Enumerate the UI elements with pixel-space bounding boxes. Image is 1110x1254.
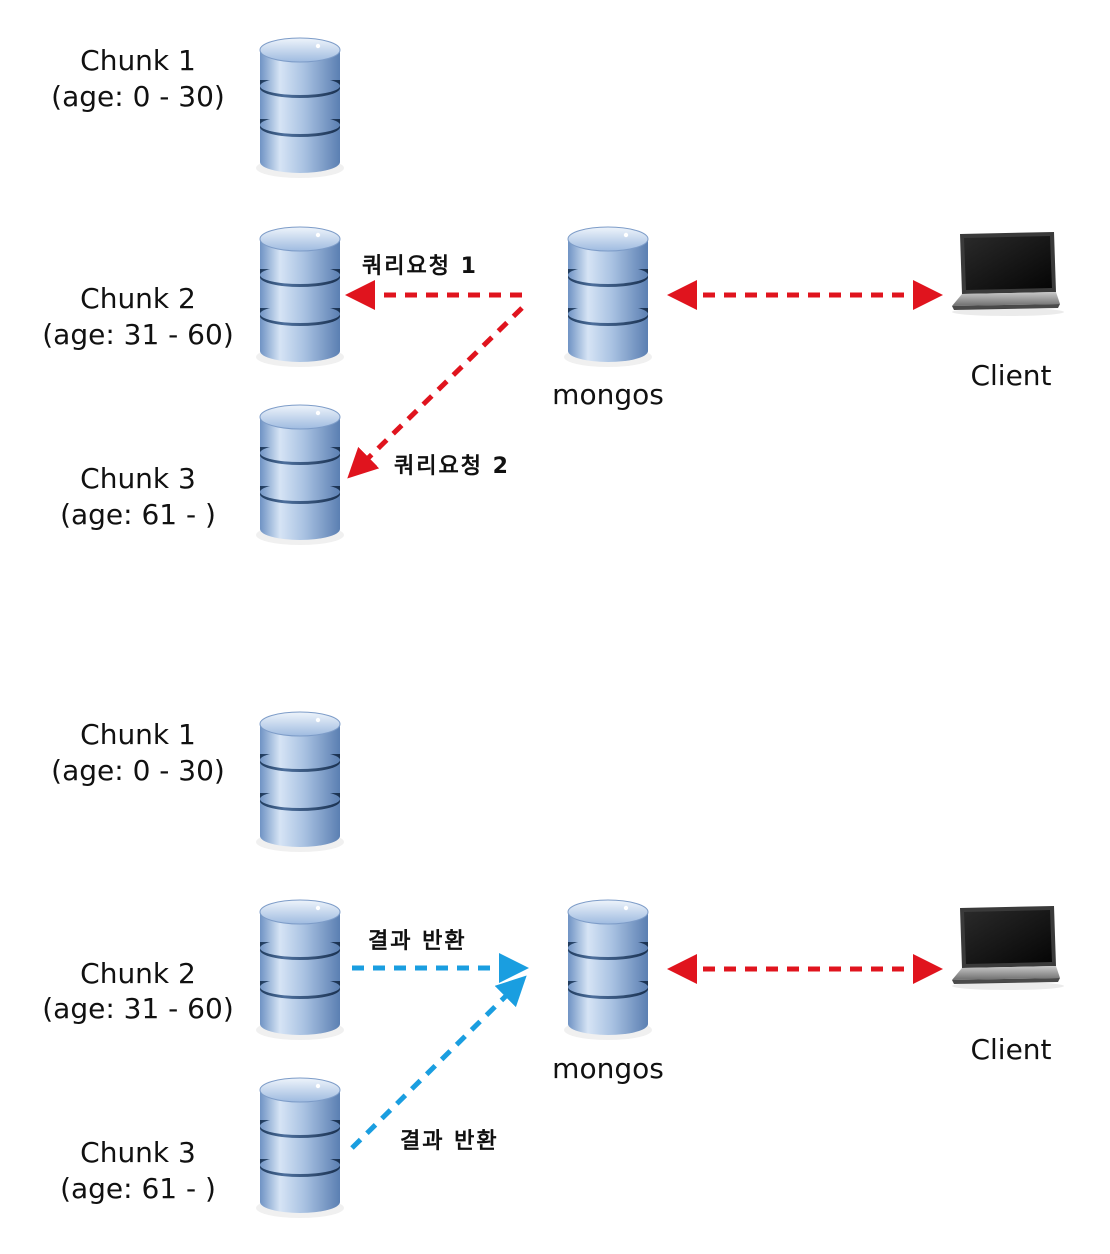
laptop-icon [952,232,1064,316]
chunk-range: (age: 0 - 30) [51,80,225,113]
client-label: Client [970,1033,1051,1066]
chunk-range: (age: 0 - 30) [51,754,225,787]
request-label-1: 쿼리요청 1 [362,254,478,279]
query-panel: Chunk 1 (age: 0 - 30) Chunk 2 (age: 31 -… [42,37,1064,546]
router-label: mongos [552,1052,664,1085]
chunk-range: (age: 31 - 60) [42,992,234,1025]
database-icon [255,226,345,368]
result-mongos: mongos [552,899,664,1085]
chunk-name: Chunk 1 [80,44,196,77]
result-chunk-2: Chunk 2 (age: 31 - 60) [42,899,345,1041]
laptop-icon [952,906,1064,990]
result-chunk-1: Chunk 1 (age: 0 - 30) [51,711,345,853]
database-icon [255,711,345,853]
chunk-name: Chunk 3 [80,1136,196,1169]
query-chunk-3: Chunk 3 (age: 61 - ) [60,404,345,546]
database-icon [255,37,345,179]
database-icon [255,899,345,1041]
chunk-name: Chunk 3 [80,462,196,495]
chunk-name: Chunk 2 [80,957,196,990]
result-arrow-2 [350,975,527,1150]
result-chunk-3: Chunk 3 (age: 61 - ) [60,1077,345,1219]
result-panel: Chunk 1 (age: 0 - 30) Chunk 2 (age: 31 -… [42,711,1064,1219]
query-chunk-1: Chunk 1 (age: 0 - 30) [51,37,345,179]
chunk-range: (age: 61 - ) [60,498,216,531]
query-mongos: mongos [552,226,664,411]
result-label-2: 결과 반환 [400,1129,499,1154]
chunk-name: Chunk 1 [80,718,196,751]
router-label: mongos [552,378,664,411]
chunk-name: Chunk 2 [80,282,196,315]
chunk-range: (age: 31 - 60) [42,318,234,351]
query-client: Client [952,232,1064,392]
database-icon [563,226,653,368]
chunk-range: (age: 61 - ) [60,1172,216,1205]
database-icon [255,404,345,546]
query-chunk-2: Chunk 2 (age: 31 - 60) [42,226,345,368]
result-label-1: 결과 반환 [368,929,467,954]
request-label-2: 쿼리요청 2 [394,454,510,479]
client-label: Client [970,359,1051,392]
database-icon [563,899,653,1041]
result-client: Client [952,906,1064,1066]
database-icon [255,1077,345,1219]
request-arrow-2 [347,306,524,479]
